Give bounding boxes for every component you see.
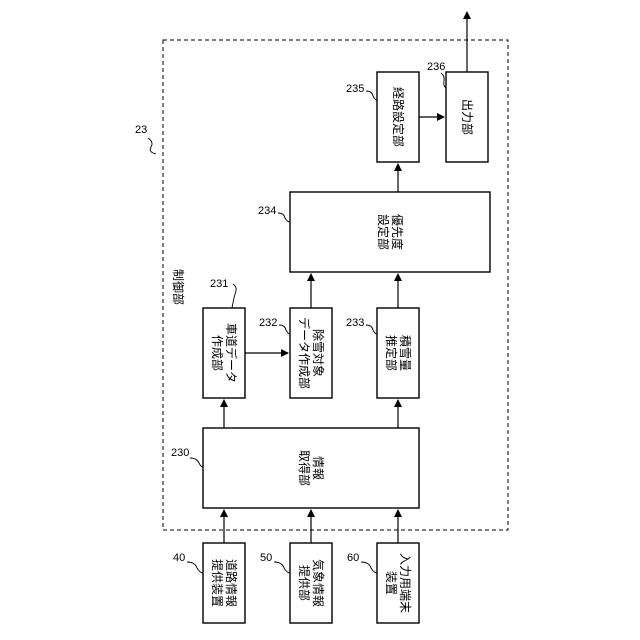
snow-estimate-leader (366, 325, 377, 334)
control-unit-ref: 23 (135, 124, 147, 136)
route-leader (366, 91, 377, 100)
road-info-line1: 道路情報 (224, 559, 239, 607)
input-terminal-ref: 60 (347, 552, 359, 564)
snow-target-line1: 除雪対象 (311, 329, 326, 377)
priority-leader (278, 213, 290, 222)
lane-data-ref: 231 (210, 278, 228, 290)
info-acquire-ref: 230 (171, 447, 189, 459)
info-acquire-line1: 情報 (311, 456, 325, 480)
route-ref: 235 (346, 83, 364, 95)
output-line1: 出力部 (460, 99, 475, 135)
road-info-ref: 40 (173, 552, 185, 564)
input-terminal-line2: 装置 (384, 571, 398, 595)
road-info-leader (187, 562, 203, 573)
road-info-line2: 提供装置 (210, 559, 225, 607)
priority-ref: 234 (258, 205, 276, 217)
info-acquire-line2: 取得部 (297, 450, 312, 486)
weather-info-leader (274, 562, 290, 573)
priority-line1: 優先度 (390, 214, 405, 250)
weather-info-line1: 気象情報 (311, 559, 326, 607)
output-leader (441, 73, 446, 88)
lane-data-line2: 作成部 (210, 335, 225, 371)
route-line1: 経路設定部 (391, 87, 406, 147)
snow-estimate-ref: 233 (346, 317, 364, 329)
lane-data-leader (232, 284, 236, 308)
control-unit-ref-leader (148, 138, 156, 154)
control-unit-label: 制御部 (171, 269, 186, 305)
weather-info-ref: 50 (260, 552, 272, 564)
output-ref: 236 (427, 61, 445, 73)
snow-estimate-line2: 推定部 (384, 335, 399, 371)
lane-data-line1: 車道データ (224, 323, 239, 383)
input-terminal-leader (361, 562, 377, 573)
snow-target-leader (279, 325, 290, 334)
info-acquire-leader (190, 458, 203, 467)
snow-target-line2: データ作成部 (297, 317, 312, 389)
weather-info-line2: 提供部 (297, 565, 312, 601)
priority-line2: 設定部 (376, 214, 391, 250)
input-terminal-line1: 入力用端末 (398, 553, 412, 613)
snow-estimate-line1: 積雪量 (398, 335, 413, 371)
snow-target-ref: 232 (259, 317, 277, 329)
